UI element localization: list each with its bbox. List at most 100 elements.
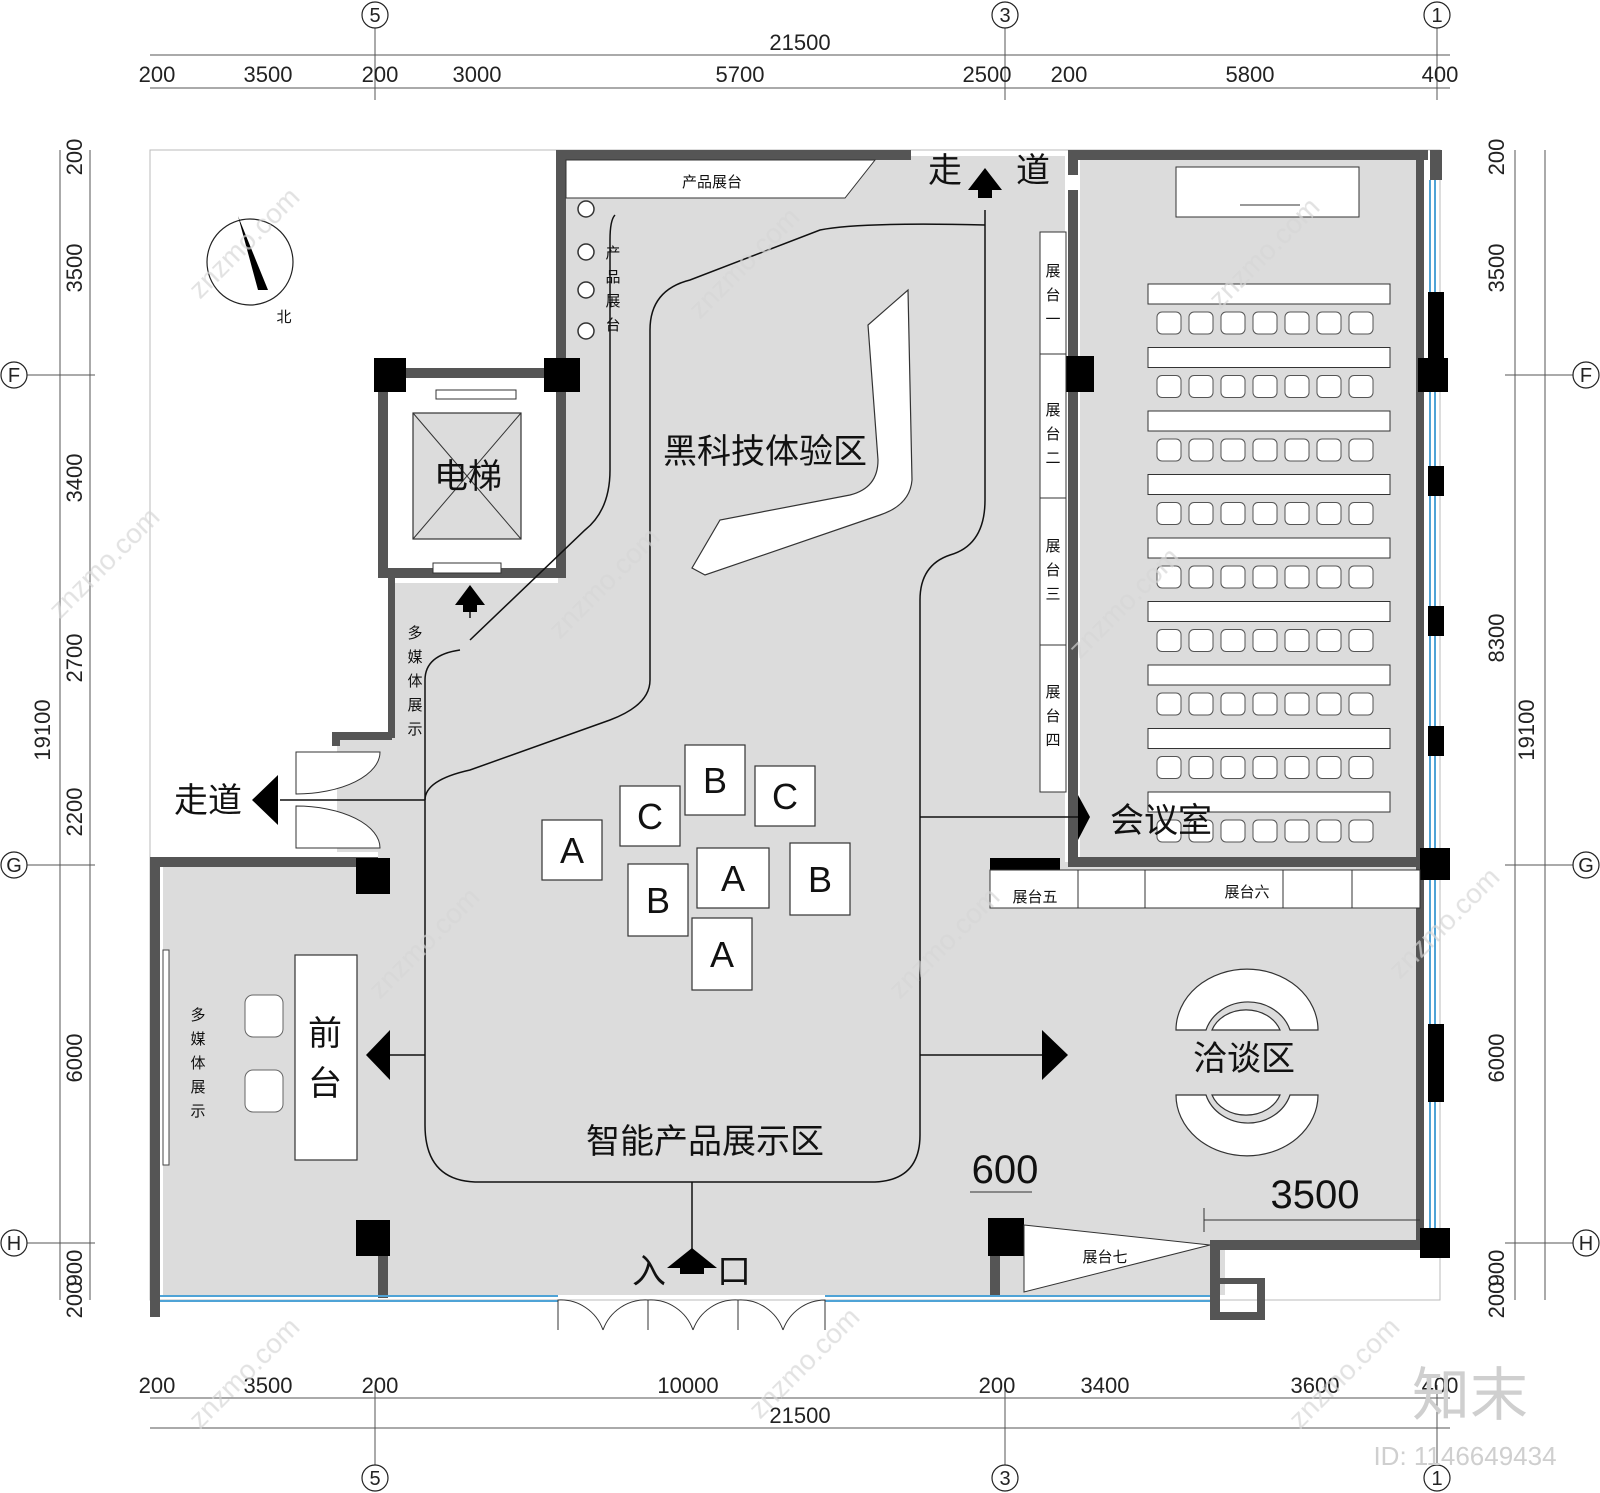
svg-text:展: 展 <box>1045 262 1060 280</box>
meeting-chair <box>1220 565 1246 589</box>
svg-text:200: 200 <box>1484 1282 1509 1319</box>
display-box-letter: A <box>560 830 584 871</box>
svg-text:6000: 6000 <box>1484 1034 1509 1083</box>
svg-text:21500: 21500 <box>769 1403 830 1428</box>
svg-text:19100: 19100 <box>30 699 55 760</box>
meeting-chair <box>1252 565 1278 589</box>
svg-text:G: G <box>6 855 22 877</box>
svg-text:400: 400 <box>1422 1373 1459 1398</box>
dimension-lines <box>20 20 1580 1465</box>
stand-7: 展台七 <box>1023 1224 1211 1293</box>
meeting-chair <box>1188 375 1214 398</box>
svg-text:200: 200 <box>139 62 176 87</box>
north-label: 北 <box>276 308 291 326</box>
svg-text:台: 台 <box>605 316 620 334</box>
svg-text:200: 200 <box>979 1373 1016 1398</box>
svg-text:200: 200 <box>362 1373 399 1398</box>
meeting-chair <box>1156 756 1182 779</box>
svg-text:200: 200 <box>139 1373 176 1398</box>
svg-text:媒: 媒 <box>407 648 422 666</box>
reception: 前 台 多 媒 体 展 示 <box>162 949 358 1166</box>
meeting-chair <box>1156 819 1182 843</box>
svg-text:3500: 3500 <box>244 62 293 87</box>
svg-text:F: F <box>1580 365 1592 387</box>
svg-text:体: 体 <box>407 672 422 690</box>
svg-text:5: 5 <box>369 1468 380 1490</box>
stands-left-meeting: 展 台 一 展 台 二 展 台 三 展 台 四 <box>1039 231 1067 793</box>
meeting-seating <box>1147 283 1391 843</box>
meeting-desk <box>1147 791 1391 813</box>
meeting-chair <box>1220 629 1246 652</box>
svg-text:3400: 3400 <box>62 454 87 503</box>
svg-text:5800: 5800 <box>1226 62 1275 87</box>
meeting-desk <box>1147 664 1391 686</box>
smart-products-label: 智能产品展示区 <box>586 1122 824 1162</box>
axis-labels: 5 3 1 5 3 1 F G H F G H <box>6 5 1594 1490</box>
entrance-label-2: 口 <box>717 1252 751 1292</box>
display-box <box>691 917 753 991</box>
meeting-chair <box>1284 565 1310 589</box>
corridor-top-label-1: 走 <box>928 151 962 191</box>
display-box <box>619 785 681 847</box>
svg-text:21500: 21500 <box>769 30 830 55</box>
watermark-logo: 知末 <box>1412 1361 1528 1429</box>
arrow-left-corridor <box>252 775 278 825</box>
svg-text:3500: 3500 <box>62 244 87 293</box>
meeting-chair <box>1252 756 1278 779</box>
display-box <box>789 842 851 916</box>
dims-left: 200 3500 3400 2700 2200 6000 900 200 191… <box>30 139 87 1319</box>
meeting-chair <box>1220 819 1246 843</box>
display-box <box>627 863 689 937</box>
svg-text:产: 产 <box>605 244 620 262</box>
svg-text:5700: 5700 <box>716 62 765 87</box>
svg-text:1: 1 <box>1431 1468 1442 1490</box>
meeting-chair <box>1188 629 1214 652</box>
svg-text:体: 体 <box>190 1054 205 1072</box>
meeting-chair <box>1188 692 1214 716</box>
display-box-letter: A <box>721 858 745 899</box>
arrow-up-elevator <box>455 585 485 612</box>
svg-text:台: 台 <box>1045 707 1060 725</box>
svg-text:示: 示 <box>407 720 422 738</box>
svg-text:200: 200 <box>62 1282 87 1319</box>
svg-text:F: F <box>8 365 20 387</box>
display-box-letter: A <box>710 934 734 975</box>
svg-text:3400: 3400 <box>1081 1373 1130 1398</box>
display-box-letter: C <box>637 796 663 837</box>
svg-text:多: 多 <box>407 624 422 642</box>
dims-right: 200 3500 8300 6000 900 200 19100 <box>1484 139 1539 1319</box>
svg-text:展: 展 <box>407 696 422 714</box>
svg-text:200: 200 <box>362 62 399 87</box>
meeting-chair <box>1348 565 1374 589</box>
svg-text:产品展台: 产品展台 <box>682 173 742 191</box>
meeting-chair <box>1284 502 1310 525</box>
corridor-top-label-2: 道 <box>1016 151 1050 191</box>
glass-wall-frame <box>150 150 1442 1315</box>
dims-bottom: 200 3500 200 10000 200 3400 3600 400 215… <box>139 1373 1459 1428</box>
meeting-chair <box>1348 375 1374 398</box>
meeting-chair <box>1284 756 1310 779</box>
watermark-id: ID: 1146649434 <box>1373 1441 1556 1471</box>
svg-text:200: 200 <box>62 139 87 176</box>
meeting-room-label: 会议室 <box>1110 801 1212 841</box>
svg-text:200: 200 <box>1484 139 1509 176</box>
svg-text:示: 示 <box>190 1102 205 1120</box>
black-tech-label: 黑科技体验区 <box>663 432 867 472</box>
meeting-chair <box>1156 311 1182 335</box>
meeting-chair <box>1316 565 1342 589</box>
meeting-chair <box>1188 565 1214 589</box>
svg-text:二: 二 <box>1045 449 1060 467</box>
meeting-desk <box>1147 728 1391 749</box>
doors <box>295 751 826 1331</box>
elevator: 电梯 <box>412 389 522 574</box>
meeting-chair <box>1156 565 1182 589</box>
svg-text:5: 5 <box>369 5 380 27</box>
svg-text:2700: 2700 <box>62 634 87 683</box>
meeting-chair <box>1188 438 1214 462</box>
meeting-chair <box>1220 756 1246 779</box>
dims-top: 21500 200 3500 200 3000 5700 2500 200 58… <box>139 30 1459 87</box>
svg-text:900: 900 <box>62 1250 87 1287</box>
meeting-chair <box>1252 438 1278 462</box>
svg-text:H: H <box>7 1233 21 1255</box>
